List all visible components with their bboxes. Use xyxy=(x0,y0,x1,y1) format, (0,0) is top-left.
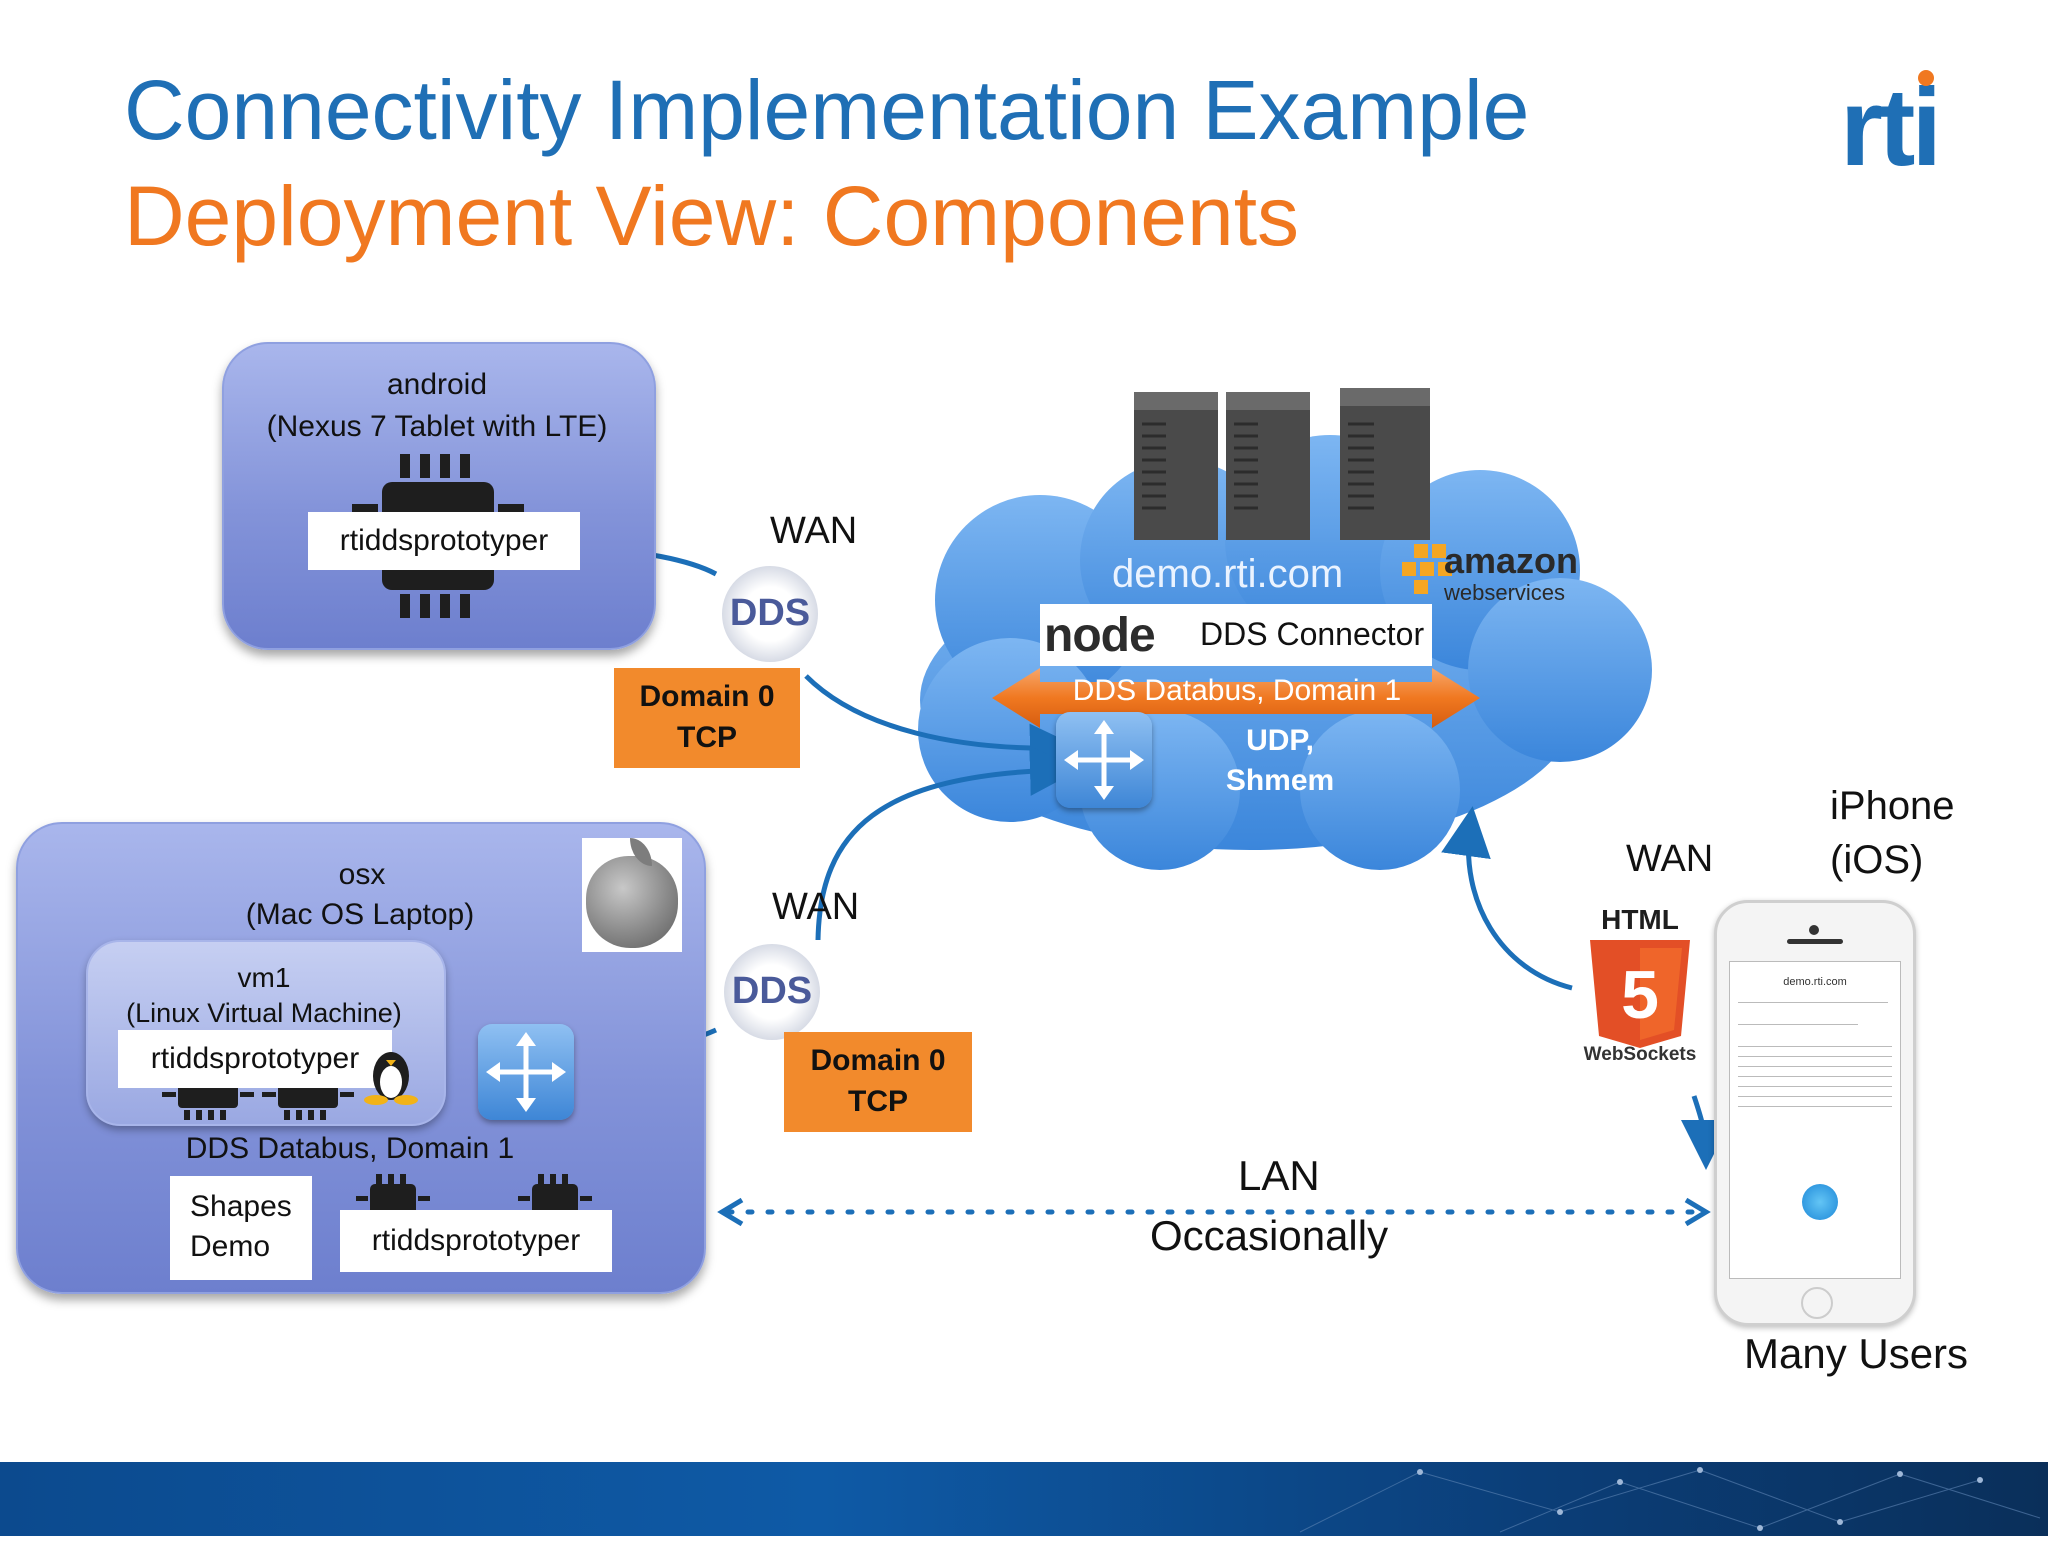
vm-chips-icon xyxy=(162,1084,354,1120)
dds-connector-box: node DDS Connector xyxy=(1040,604,1432,666)
apple-logo-box xyxy=(582,838,682,952)
nodejs-logo: node xyxy=(1044,609,1156,662)
cloud-transport-line2: Shmem xyxy=(1225,764,1335,797)
osx-router-icon xyxy=(478,1024,574,1120)
osx-description: (Mac OS Laptop) xyxy=(245,898,475,931)
html5-shield-icon xyxy=(1590,940,1690,1048)
shapes-demo-line1: Shapes xyxy=(190,1190,292,1223)
network-pattern-decoration xyxy=(1299,1467,2041,1533)
rti-logo: rti xyxy=(1840,66,1942,189)
apple-icon xyxy=(586,856,678,948)
osx-app-label: rtiddsprototyper xyxy=(340,1210,612,1272)
many-users-label: Many Users xyxy=(1744,1330,1969,1377)
osx-databus-label: DDS Databus, Domain 1 xyxy=(185,1132,515,1165)
cloud-transport-line1: UDP, xyxy=(1246,724,1314,757)
android-description: (Nexus 7 Tablet with LTE) xyxy=(266,410,608,443)
android-name: android xyxy=(386,368,488,401)
iphone-label-line2: (iOS) xyxy=(1830,838,1924,882)
lan-label: LAN xyxy=(1238,1152,1320,1199)
servers-icon xyxy=(1134,388,1430,540)
shapes-demo-box: Shapes Demo xyxy=(170,1176,312,1280)
slide-subtitle: Deployment View: Components xyxy=(124,169,1300,263)
html5-to-phone-arrow xyxy=(1680,1095,1731,1170)
android-app-label: rtiddsprototyper xyxy=(308,512,580,570)
cloud-router-icon xyxy=(1056,712,1152,808)
safari-icon xyxy=(1802,1184,1838,1220)
iphone-screen: demo.rti.com xyxy=(1729,961,1901,1279)
slide-title: Connectivity Implementation Example xyxy=(124,63,1530,157)
wan-top-label: WAN xyxy=(770,510,858,552)
lan-occasionally-label: Occasionally xyxy=(1150,1212,1389,1259)
dds-top-icon: DDS xyxy=(722,566,818,662)
vm-name: vm1 xyxy=(237,962,291,993)
shapes-demo-line2: Demo xyxy=(190,1230,271,1263)
iphone-label-line1: iPhone xyxy=(1830,784,1955,828)
footer-band xyxy=(0,1462,2048,1536)
dds-mid-icon: DDS xyxy=(724,944,820,1040)
html5-to-cloud-arrow xyxy=(1441,806,1573,991)
aws-logo: amazon webservices xyxy=(1398,540,1578,620)
vm-description: (Linux Virtual Machine) xyxy=(126,998,402,1028)
html5-websockets-logo: HTML 5 WebSockets xyxy=(1583,904,1697,1065)
home-button xyxy=(1801,1287,1833,1319)
wan-mid-label: WAN xyxy=(772,886,860,928)
dds-mid-to-cloud-arrow xyxy=(815,745,1080,941)
cloud-host-label: demo.rti.com xyxy=(1112,552,1344,596)
osx-name: osx xyxy=(338,858,386,891)
vm-app-label: rtiddsprototyper xyxy=(118,1030,392,1088)
linux-tux-icon xyxy=(364,1052,418,1105)
dds-to-cloud-arrow xyxy=(804,674,1080,774)
dds-connector-label: DDS Connector xyxy=(1200,616,1425,652)
iphone-device: demo.rti.com xyxy=(1714,900,1916,1326)
aws-cubes-icon xyxy=(1402,544,1452,594)
wan-right-label: WAN xyxy=(1626,838,1714,880)
cloud-databus-label: DDS Databus, Domain 1 xyxy=(1072,674,1402,707)
